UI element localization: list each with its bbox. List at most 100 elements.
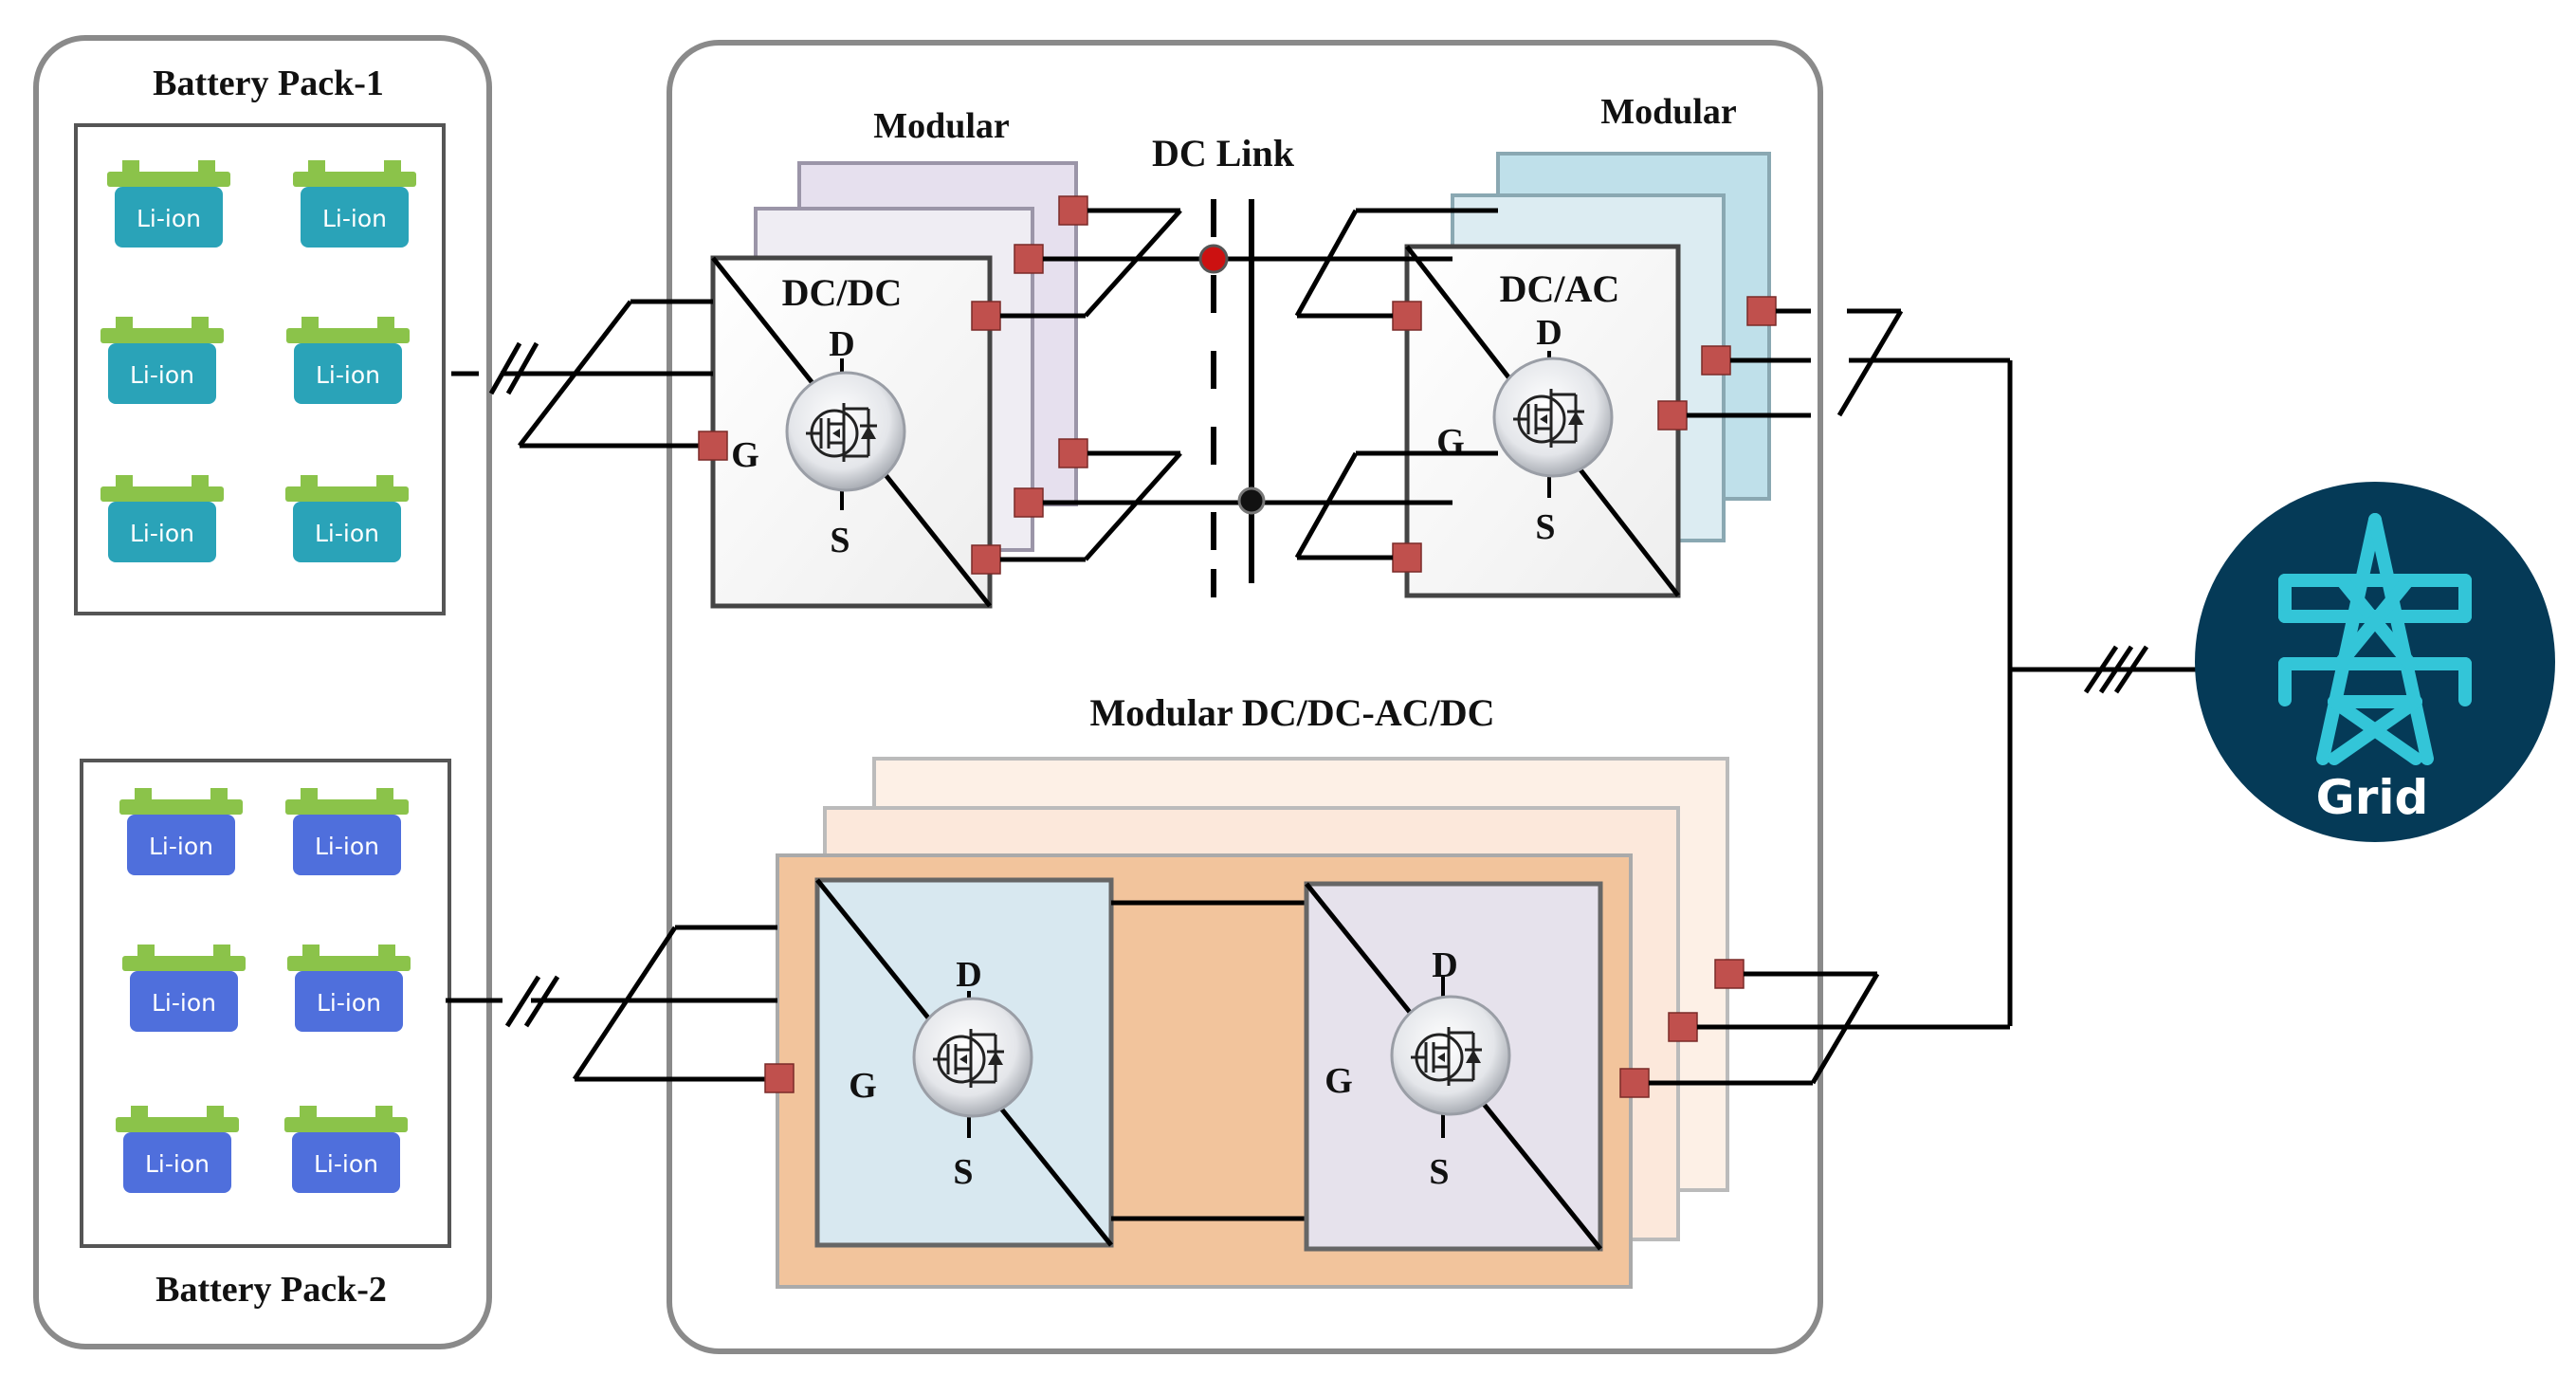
battery-pack-2-cell-body [292, 1132, 400, 1193]
dcdc-modular-label: Modular [873, 106, 1010, 146]
battery-pack-1-cell-terminal [293, 172, 416, 187]
battery-pack-2-cell-terminal [284, 1117, 408, 1132]
bottom-right-source-label: S [1429, 1152, 1449, 1192]
battery-pack-1-cell-2: Li-ion [293, 160, 416, 248]
battery-pack-2-cell-terminal [122, 956, 246, 971]
battery-pack-2-cell-post [210, 788, 228, 801]
battery-pack-2-cell-post [207, 1106, 224, 1119]
battery-pack-2-cell-post [131, 1106, 148, 1119]
bottom-output-bus [1649, 971, 2010, 1086]
battery-pack-1-cell-5: Li-ion [100, 475, 224, 562]
battery-pack-1-cell-terminal [286, 328, 410, 343]
bottom-right-drain-label: D [1432, 945, 1457, 985]
battery-pack-1-cell-post [192, 475, 209, 488]
dcac-modular-label: Modular [1600, 92, 1737, 132]
modular-dcdc-acdc-title: Modular DC/DC-AC/DC [1089, 691, 1494, 734]
battery-pack-2-cell-label: Li-ion [145, 1150, 210, 1178]
battery-1-input-bus [451, 299, 713, 449]
bottom-left-gate-label: G [849, 1066, 877, 1106]
battery-pack-1-cell-6: Li-ion [285, 475, 409, 562]
battery-pack-1-cell-label: Li-ion [130, 361, 194, 389]
battery-pack-2-cell-body [293, 815, 401, 875]
bottom-right-gate-label: G [1325, 1061, 1353, 1101]
battery-pack-2-cell-post [135, 788, 152, 801]
battery-pack-1-cell-post [301, 317, 319, 330]
battery-pack-2-cell-post [302, 945, 320, 958]
battery-pack-2-cell-6: Li-ion [284, 1106, 408, 1193]
battery-pack-1-cell-label: Li-ion [316, 361, 380, 389]
battery-pack-1-cell-label: Li-ion [137, 205, 201, 232]
battery-pack-2-cell-label: Li-ion [315, 833, 379, 860]
battery-pack-1-cell-label: Li-ion [322, 205, 387, 232]
battery-pack-1-cell-body [293, 502, 401, 562]
dcdc-source-label: S [830, 521, 850, 560]
battery-pack-2-cell-4: Li-ion [287, 945, 411, 1032]
dcac-mosfet-icon [1492, 357, 1614, 478]
battery-pack-1-cell-body [115, 187, 223, 248]
dcac-gate-label: G [1436, 422, 1465, 462]
dclink-to-dcac-wires [1294, 208, 1498, 560]
battery-pack-2-cell-post [213, 945, 230, 958]
battery-pack-2-cell-1: Li-ion [119, 788, 243, 875]
dc-link-negative-node [1237, 486, 1266, 515]
battery-pack-1-title: Battery Pack-1 [153, 64, 384, 103]
battery-pack-1-cell-post [308, 160, 325, 174]
battery-pack-2-cell-terminal [287, 956, 411, 971]
battery-pack-2-cell-post [301, 788, 318, 801]
dc-link-label: DC Link [1152, 132, 1295, 174]
battery-pack-1-cell-terminal [107, 172, 230, 187]
battery-pack-1-cell-post [301, 475, 318, 488]
battery-pack-1-cell-post [192, 317, 209, 330]
battery-pack-2-cell-post [378, 945, 395, 958]
battery-pack-1-cell-post [116, 317, 133, 330]
battery-pack-1-cell-post [122, 160, 139, 174]
battery-pack-1-cell-label: Li-ion [315, 520, 379, 547]
battery-pack-2-cell-5: Li-ion [116, 1106, 239, 1193]
battery-pack-1-cell-post [376, 475, 393, 488]
dcdc-drain-label: D [829, 324, 854, 364]
battery-pack-1-cell-terminal [100, 486, 224, 502]
bottom-left-source-label: S [953, 1152, 973, 1192]
battery-pack-2-cell-label: Li-ion [314, 1150, 378, 1178]
battery-pack-1-cell-label: Li-ion [130, 520, 194, 547]
dc-link-positive-node [1198, 244, 1229, 274]
battery-pack-1-cell-3: Li-ion [100, 317, 224, 404]
battery-pack-2-cell-body [130, 971, 238, 1032]
dcac-drain-label: D [1536, 313, 1562, 353]
battery-2-input-bus [446, 925, 777, 1082]
battery-pack-1-cell-4: Li-ion [286, 317, 410, 404]
bottom-right-mosfet-icon [1390, 995, 1511, 1116]
battery-pack-2-title: Battery Pack-2 [155, 1270, 387, 1310]
battery-pack-2-cell-post [300, 1106, 317, 1119]
dcac-source-label: S [1535, 507, 1555, 547]
battery-pack-1-cell-post [198, 160, 215, 174]
battery-pack-1-cell-1: Li-ion [107, 160, 230, 248]
dc-link-bus [1211, 199, 1394, 597]
battery-pack-2-cell-body [295, 971, 403, 1032]
dcdc-to-dclink-wires [1000, 208, 1251, 562]
battery-pack-2-cell-post [375, 1106, 393, 1119]
battery-pack-1-cell-body [294, 343, 402, 404]
bottom-left-drain-label: D [956, 955, 981, 995]
battery-pack-1-cell-post [377, 317, 394, 330]
battery-pack-2-cell-body [123, 1132, 231, 1193]
battery-pack-2-cell-body [127, 815, 235, 875]
battery-pack-1-cell-body [108, 502, 216, 562]
battery-pack-2-cell-3: Li-ion [122, 945, 246, 1032]
dcac-title: DC/AC [1500, 267, 1620, 310]
battery-pack-1-cell-body [108, 343, 216, 404]
battery-pack-2-cell-label: Li-ion [152, 989, 216, 1017]
dcac-output-bus [1687, 308, 2013, 1026]
dcdc-mosfet-icon [785, 371, 906, 492]
battery-pack-2-cell-2: Li-ion [285, 788, 409, 875]
battery-pack-2-cell-post [376, 788, 393, 801]
battery-pack-2-cell-terminal [119, 799, 243, 815]
grid-label: Grid [2316, 770, 2429, 825]
battery-pack-1-cell-terminal [100, 328, 224, 343]
battery-pack-1-cell-terminal [285, 486, 409, 502]
bottom-left-mosfet-icon [912, 997, 1033, 1118]
battery-pack-1-cell-body [301, 187, 409, 248]
battery-pack-2-cell-label: Li-ion [317, 989, 381, 1017]
dcdc-gate-label: G [731, 435, 759, 475]
